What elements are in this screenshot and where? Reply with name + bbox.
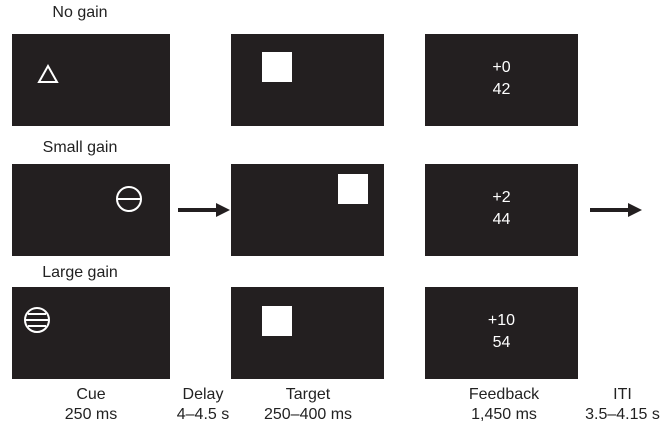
- cue-panel-no-gain: [12, 34, 170, 126]
- stage-duration: 4–4.5 s: [176, 406, 230, 423]
- feedback-panel-large-gain: +10 54: [425, 287, 578, 379]
- target-square: [262, 52, 292, 82]
- target-panel-large-gain: [231, 287, 384, 379]
- stage-name: Target: [285, 386, 331, 403]
- arrow-right-icon: [178, 203, 230, 217]
- gain-value: +0: [492, 59, 511, 76]
- feedback-panel-no-gain: +0 42: [425, 34, 578, 126]
- stage-duration: 3.5–4.15 s: [585, 406, 660, 423]
- total-value: 54: [492, 334, 511, 351]
- stage-label-delay: Delay 4–4.5 s: [155, 385, 251, 425]
- circle-three-lines-icon: [24, 307, 50, 333]
- cue-panel-large-gain: [12, 287, 170, 379]
- stage-name: ITI: [613, 386, 632, 403]
- feedback-panel-small-gain: +2 44: [425, 164, 578, 256]
- triangle-icon: [37, 63, 59, 83]
- stage-label-feedback: Feedback 1,450 ms: [444, 385, 564, 425]
- stage-label-cue: Cue 250 ms: [31, 385, 151, 425]
- target-square: [262, 306, 292, 336]
- target-square: [338, 174, 368, 204]
- cue-panel-small-gain: [12, 164, 170, 256]
- total-value: 42: [492, 81, 511, 98]
- stage-label-iti: ITI 3.5–4.15 s: [575, 385, 670, 425]
- target-panel-no-gain: [231, 34, 384, 126]
- stage-name: Cue: [76, 386, 106, 403]
- row-label-no-gain: No gain: [52, 4, 108, 21]
- stage-duration: 250–400 ms: [263, 406, 353, 423]
- gain-value: +10: [487, 312, 516, 329]
- stage-duration: 1,450 ms: [471, 406, 537, 423]
- stage-name: Feedback: [468, 386, 540, 403]
- gain-value: +2: [492, 189, 511, 206]
- stage-name: Delay: [182, 386, 224, 403]
- stage-label-target: Target 250–400 ms: [248, 385, 368, 425]
- target-panel-small-gain: [231, 164, 384, 256]
- stage-duration: 250 ms: [64, 406, 118, 423]
- circle-one-line-icon: [116, 186, 142, 212]
- arrow-right-icon: [590, 203, 642, 217]
- row-label-large-gain: Large gain: [42, 264, 118, 281]
- row-label-small-gain: Small gain: [42, 139, 118, 156]
- total-value: 44: [492, 211, 511, 228]
